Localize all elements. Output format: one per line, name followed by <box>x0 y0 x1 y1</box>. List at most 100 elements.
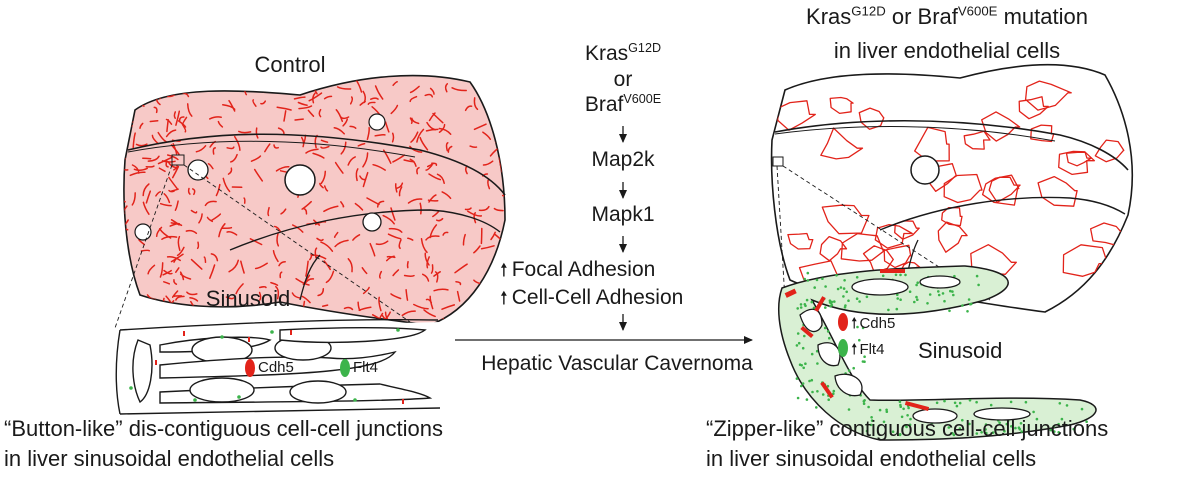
capillary-segment <box>191 188 196 196</box>
capillary-segment <box>131 192 136 206</box>
capillary-segment <box>222 177 231 193</box>
capillary-segment <box>429 87 435 95</box>
control-sinusoid-label: Sinusoid <box>205 286 291 311</box>
capillary-segment <box>425 128 439 132</box>
capillary-segment <box>499 123 505 129</box>
capillary-segment <box>142 157 152 160</box>
capillary-segment <box>300 136 305 148</box>
capillary-segment <box>227 79 233 87</box>
capillary-segment <box>444 83 449 93</box>
flt4-dot <box>908 290 912 294</box>
capillary-segment <box>131 164 140 174</box>
flt4-dot <box>795 344 799 347</box>
capillary-segment <box>462 233 466 246</box>
flt4-dot <box>949 289 952 293</box>
capillary-segment <box>186 291 198 296</box>
flt4-dot <box>1024 400 1028 404</box>
capillary-segment <box>409 95 418 103</box>
mutant-sinusoid <box>777 265 1097 441</box>
flt4-dot <box>961 304 964 307</box>
capillary-segment <box>226 231 238 236</box>
flt4-dot <box>801 382 805 385</box>
capillary-segment <box>323 185 329 192</box>
capillary-segment <box>211 213 222 222</box>
capillary-segment <box>416 128 425 143</box>
flt4-dot <box>913 300 916 304</box>
mutant-liver <box>770 63 1134 313</box>
capillary-segment <box>195 145 207 153</box>
capillary-segment <box>406 260 409 269</box>
flt4-dot <box>843 306 847 309</box>
capillary-segment <box>390 207 396 221</box>
capillary-segment <box>293 96 306 100</box>
control-title: Control <box>254 52 326 77</box>
capillary-segment <box>273 144 279 149</box>
flt4-dot <box>907 406 910 410</box>
capillary-segment <box>140 249 151 252</box>
capillary-segment <box>374 85 384 100</box>
capillary-segment <box>386 255 396 259</box>
capillary-segment <box>165 160 169 168</box>
capillary-segment <box>264 143 271 153</box>
capillary-segment <box>171 80 184 87</box>
capillary-segment <box>142 183 150 197</box>
flt4-dot <box>821 277 824 281</box>
capillary-segment <box>272 249 279 263</box>
flt4-legend-label-right: 🠕Flt4 <box>851 341 885 358</box>
capillary-segment <box>478 321 486 325</box>
capillary-segment <box>372 163 386 171</box>
capillary-segment <box>165 129 177 138</box>
capillary-segment <box>301 200 312 210</box>
capillary-segment <box>469 145 478 149</box>
flt4-dot <box>951 290 954 293</box>
flt4-dot <box>869 423 873 427</box>
control-caption-line1: “Button-like” dis-contiguous cell-cell j… <box>4 416 443 441</box>
capillary-segment <box>486 79 492 89</box>
flt4-dot <box>796 396 800 400</box>
flt4-dot <box>896 297 899 300</box>
flt4-dot <box>998 421 1001 425</box>
capillary-segment <box>442 231 449 236</box>
flt4-dot <box>895 307 899 311</box>
capillary-segment <box>159 262 164 278</box>
capillary-segment <box>276 232 280 247</box>
capillary-segment <box>166 119 169 133</box>
flt4-dot <box>861 326 865 330</box>
capillary-segment <box>173 75 179 84</box>
capillary-segment <box>508 78 512 88</box>
dilated-vessel-loop <box>1065 151 1092 167</box>
capillary-segment <box>426 163 434 168</box>
arrow-up-icon: 🠕 <box>851 341 858 358</box>
capillary-segment <box>163 193 171 204</box>
capillary-segment <box>159 202 172 207</box>
capillary-segment <box>218 223 226 238</box>
dilated-vessel-loop <box>820 127 864 160</box>
capillary-segment <box>320 170 327 185</box>
capillary-segment <box>225 75 233 86</box>
mutant-caption-line2: in liver sinusoidal endothelial cells <box>706 446 1037 471</box>
flt4-dot <box>902 407 905 411</box>
capillary-segment <box>164 88 170 97</box>
capillary-segment <box>441 191 452 200</box>
cell-cell-adhesion-label: 🠕Cell-Cell Adhesion <box>500 286 684 309</box>
flt4-dot <box>980 431 983 434</box>
capillary-segment <box>154 310 158 325</box>
capillary-segment <box>428 112 436 122</box>
capillary-segment <box>128 287 135 301</box>
flt4-dot <box>915 295 918 299</box>
capillary-segment <box>309 253 313 261</box>
flt4-dot <box>863 360 866 364</box>
flt4-dot <box>795 377 799 380</box>
flt4-dot <box>885 410 889 414</box>
flt4-dot <box>1057 422 1060 426</box>
capillary-segment <box>401 310 416 317</box>
capillary-segment <box>190 209 198 214</box>
flt4-dot <box>1035 417 1039 421</box>
flt4-dot <box>899 405 902 409</box>
capillary-segment <box>280 208 287 215</box>
cdh5-legend-swatch-left <box>245 359 255 377</box>
capillary-segment <box>161 311 170 322</box>
capillary-segment <box>424 93 434 98</box>
capillary-segment <box>340 201 345 208</box>
capillary-segment <box>123 164 129 171</box>
